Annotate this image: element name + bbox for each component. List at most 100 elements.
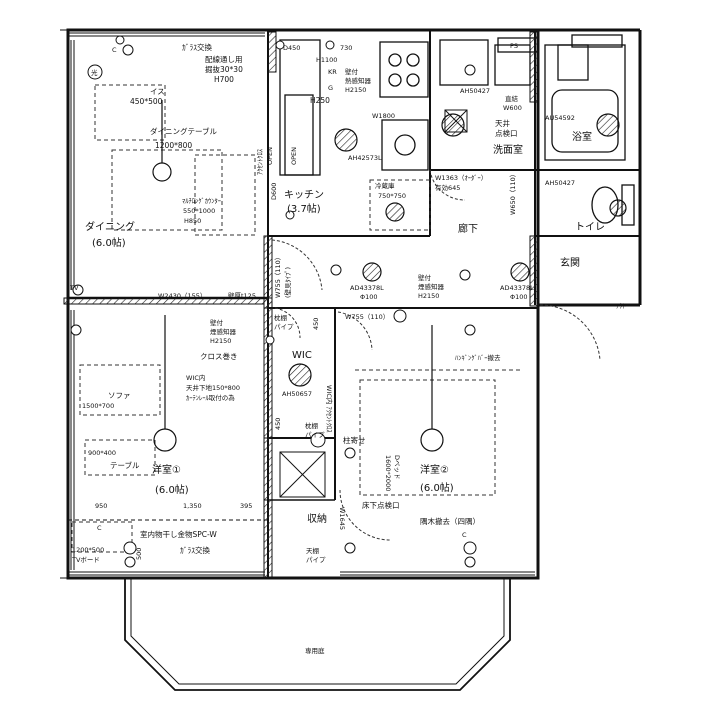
note-h500: 500 xyxy=(135,548,143,560)
note-d450: D450 xyxy=(283,44,300,52)
note-wall-heat2: 熱感知器 xyxy=(345,76,372,85)
note-w755-v: W755（110） xyxy=(274,254,282,298)
note-tvboard-size: 1200*500 xyxy=(72,546,104,554)
note-corner-remove: 隅木撤去（四隅） xyxy=(420,516,480,526)
note-ad43378l-1: AD43378L xyxy=(350,284,384,292)
note-c3: C xyxy=(112,46,117,54)
note-fridge: 冷蔵庫 xyxy=(375,181,395,190)
entrance-label: 玄関 xyxy=(560,256,580,269)
note-phi100-2: Φ100 xyxy=(510,293,528,301)
annotations: ｶﾞﾗｽ交換 配線通し用 掘抜30*30 H700 H250 イス 450*50… xyxy=(69,42,626,564)
note-w450-2: 450 xyxy=(274,418,282,430)
note-c2: C xyxy=(462,531,467,539)
note-dining-table: ダイニングテーブル xyxy=(150,126,218,136)
note-wall-smoke-left2: 煙感知器 xyxy=(210,327,237,336)
dim-395: 395 xyxy=(240,502,252,510)
note-acc-cross: ｱｸｾﾝﾄｸﾛｽ xyxy=(256,148,264,175)
note-floor-inspect: 床下点検口 xyxy=(362,500,400,510)
bedroom1-label: 洋室① xyxy=(152,463,181,476)
note-d600: D600 xyxy=(270,183,278,200)
garden-label: 専用庭 xyxy=(305,646,325,655)
note-h2150-left: H2150 xyxy=(210,337,231,345)
note-ceiling-inspect2: 点検口 xyxy=(495,128,518,138)
room-labels: ダイニング (6.0帖) キッチン (3.7帖) 洋室① (6.0帖) 洋室② … xyxy=(85,130,605,655)
note-ah50427-1: AH50427 xyxy=(460,87,490,95)
note-open2: OPEN xyxy=(290,147,298,165)
note-dining-table-size: 1200*800 xyxy=(155,141,192,150)
note-ad43378l-2: AD43378L xyxy=(500,284,534,292)
note-chair-size: 450*500 xyxy=(130,97,163,106)
note-cross-wrap: クロス巻き xyxy=(200,351,238,361)
kitchen-size: (3.7帖) xyxy=(287,202,321,215)
note-w730: 730 xyxy=(340,44,352,52)
note-bed1: Dベッド xyxy=(393,455,401,480)
note-ceiling-shelf2: パイプ xyxy=(306,556,326,564)
note-sofa: ソファ xyxy=(108,391,131,400)
note-effective: 有効645 xyxy=(435,183,460,192)
note-wall-smoke-left1: 壁付 xyxy=(210,318,224,327)
bath-label: 浴室 xyxy=(572,130,592,143)
note-w755: W755（110） xyxy=(345,313,389,321)
note-w755-v2: (壁見ﾀｲﾌﾟ) xyxy=(283,267,292,298)
note-akuto: ｱｸﾄ xyxy=(616,302,626,310)
note-hanging-bar: ﾊﾝｷﾞﾝｸﾞﾊﾞｰ撤去 xyxy=(455,353,501,362)
wic-label: WIC xyxy=(292,350,312,361)
storage-box xyxy=(279,109,468,498)
note-ceiling-inspect: 天井 xyxy=(495,118,510,128)
note-w450-1: 450 xyxy=(312,318,320,330)
note-wic-inside1: WIC内 xyxy=(186,373,205,382)
kitchen-label: キッチン xyxy=(284,189,324,201)
kitchen-fixtures xyxy=(279,39,429,176)
bedroom2-label: 洋室② xyxy=(420,463,449,476)
note-sofa-size: 1500*700 xyxy=(82,402,114,410)
note-shelf-pipe2: パイプ xyxy=(274,323,294,331)
note-w650: W650（110） xyxy=(509,171,517,215)
bedroom1-size: (6.0帖) xyxy=(155,483,189,496)
note-w1800: W1800 xyxy=(372,112,395,120)
note-table-size: 900*400 xyxy=(88,449,116,457)
note-phi100-1: Φ100 xyxy=(360,293,378,301)
note-glass-bottom: ｶﾞﾗｽ交換 xyxy=(180,545,210,555)
note-wic-acc: WIC内 ｱｸｾﾝﾄｸﾛｽ xyxy=(325,385,334,433)
note-indoor-dryer: 室内物干し金物SPC-W xyxy=(140,529,217,539)
note-post-pull: 柱寄せ xyxy=(343,435,366,445)
note-wic-inside2: 天井下地150*800 xyxy=(186,383,240,392)
note-w2430: W2430（155） xyxy=(158,292,206,300)
note-au54592: AU54592 xyxy=(545,114,575,122)
note-h700: H700 xyxy=(214,75,234,84)
note-bed2: 1600*2000 xyxy=(384,455,392,491)
note-wic-inside3: ｶｰﾃﾝﾚｰﾙ取付の為 xyxy=(186,393,235,402)
note-ah50657: AH50657 xyxy=(282,390,312,398)
note-piping: 配線通し用 xyxy=(205,54,243,64)
note-fridge-size: 750*750 xyxy=(378,192,406,200)
note-w600: W600 xyxy=(503,104,522,112)
furniture xyxy=(71,84,520,553)
note-w1363: W1363（ｵｰﾀﾞｰ） xyxy=(435,174,487,182)
note-tv: TV xyxy=(69,284,79,292)
note-w1645: W1645 xyxy=(338,507,346,530)
dim-1350: 1,350 xyxy=(183,502,202,510)
note-shelf-pipe3: 枕棚 xyxy=(305,421,319,430)
note-shelf-pipe4: パイプ xyxy=(305,431,325,439)
note-g: G xyxy=(328,84,333,92)
ceiling-lights xyxy=(152,100,627,452)
note-h2150-mid: H2150 xyxy=(418,292,439,300)
electrical-marks xyxy=(70,35,477,568)
note-ps: PS xyxy=(510,42,518,50)
note-tvboard: TVボード xyxy=(71,556,100,564)
door-swings xyxy=(271,169,601,541)
corridor-label: 廊下 xyxy=(458,222,478,235)
note-table: テーブル xyxy=(110,460,140,470)
note-multi-counter-size: 550*1000 xyxy=(183,207,215,215)
note-multi-counter: ﾏﾙﾁﾛﾝｸﾞｶｳﾝﾀｰ xyxy=(182,197,221,205)
walls xyxy=(60,28,642,580)
dining-size: (6.0帖) xyxy=(92,236,126,249)
toilet-label: トイレ xyxy=(575,222,605,233)
note-glass-top: ｶﾞﾗｽ交換 xyxy=(182,42,212,52)
note-h2150-top: H2150 xyxy=(345,86,366,94)
note-open1: OPEN xyxy=(266,147,274,165)
note-piping-size: 掘抜30*30 xyxy=(205,64,243,74)
washroom-label: 洗面室 xyxy=(493,143,523,156)
note-h850: H850 xyxy=(184,217,201,225)
